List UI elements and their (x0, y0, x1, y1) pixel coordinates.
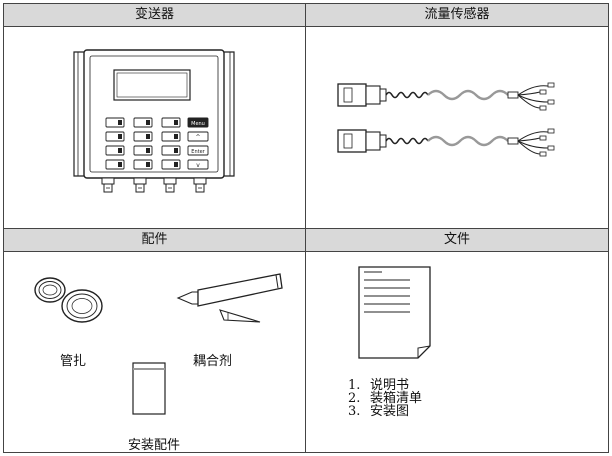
documents-list: 1. 说明书 2. 装箱清单 3. 安装图 (348, 379, 422, 418)
table-border-bottom (3, 452, 609, 453)
table-divider-vertical (305, 3, 306, 452)
label-install-parts: 安装配件 (128, 438, 181, 453)
list-text: 说明书 (370, 378, 410, 393)
install-parts-bag-drawing (132, 362, 166, 415)
pipe-strap-drawing (34, 277, 103, 323)
table-divider-h3 (3, 251, 609, 252)
table-divider-h2 (3, 228, 609, 229)
label-couplant: 耦合剂 (193, 354, 233, 369)
label-pipe-strap: 管扎 (60, 354, 87, 369)
list-number: 3. (348, 404, 361, 419)
list-item: 3. 安装图 (348, 405, 422, 418)
key-enter: Enter (191, 149, 205, 155)
key-down: v (196, 162, 200, 169)
couplant-tube-drawing (176, 273, 283, 323)
header-accessories: 配件 (4, 229, 305, 251)
list-item: 1. 说明书 (348, 379, 422, 392)
table-border-top (3, 3, 609, 4)
header-documents: 文件 (306, 229, 608, 251)
table-border-left (3, 3, 4, 452)
document-drawing (358, 266, 431, 359)
list-item: 2. 装箱清单 (348, 392, 422, 405)
header-transmitter: 变送器 (4, 4, 305, 26)
table-divider-h1 (3, 26, 609, 27)
list-number: 1. (348, 378, 361, 393)
list-text: 安装图 (370, 404, 410, 419)
header-flow-sensor: 流量传感器 (306, 4, 608, 26)
key-up: ^ (195, 134, 200, 141)
flow-sensor-drawing (337, 82, 555, 157)
transmitter-drawing: Menu ^ Enter v (73, 49, 235, 193)
table-border-right (608, 3, 609, 452)
list-number: 2. (348, 391, 361, 406)
list-text: 装箱清单 (370, 391, 423, 406)
key-menu: Menu (191, 121, 205, 127)
